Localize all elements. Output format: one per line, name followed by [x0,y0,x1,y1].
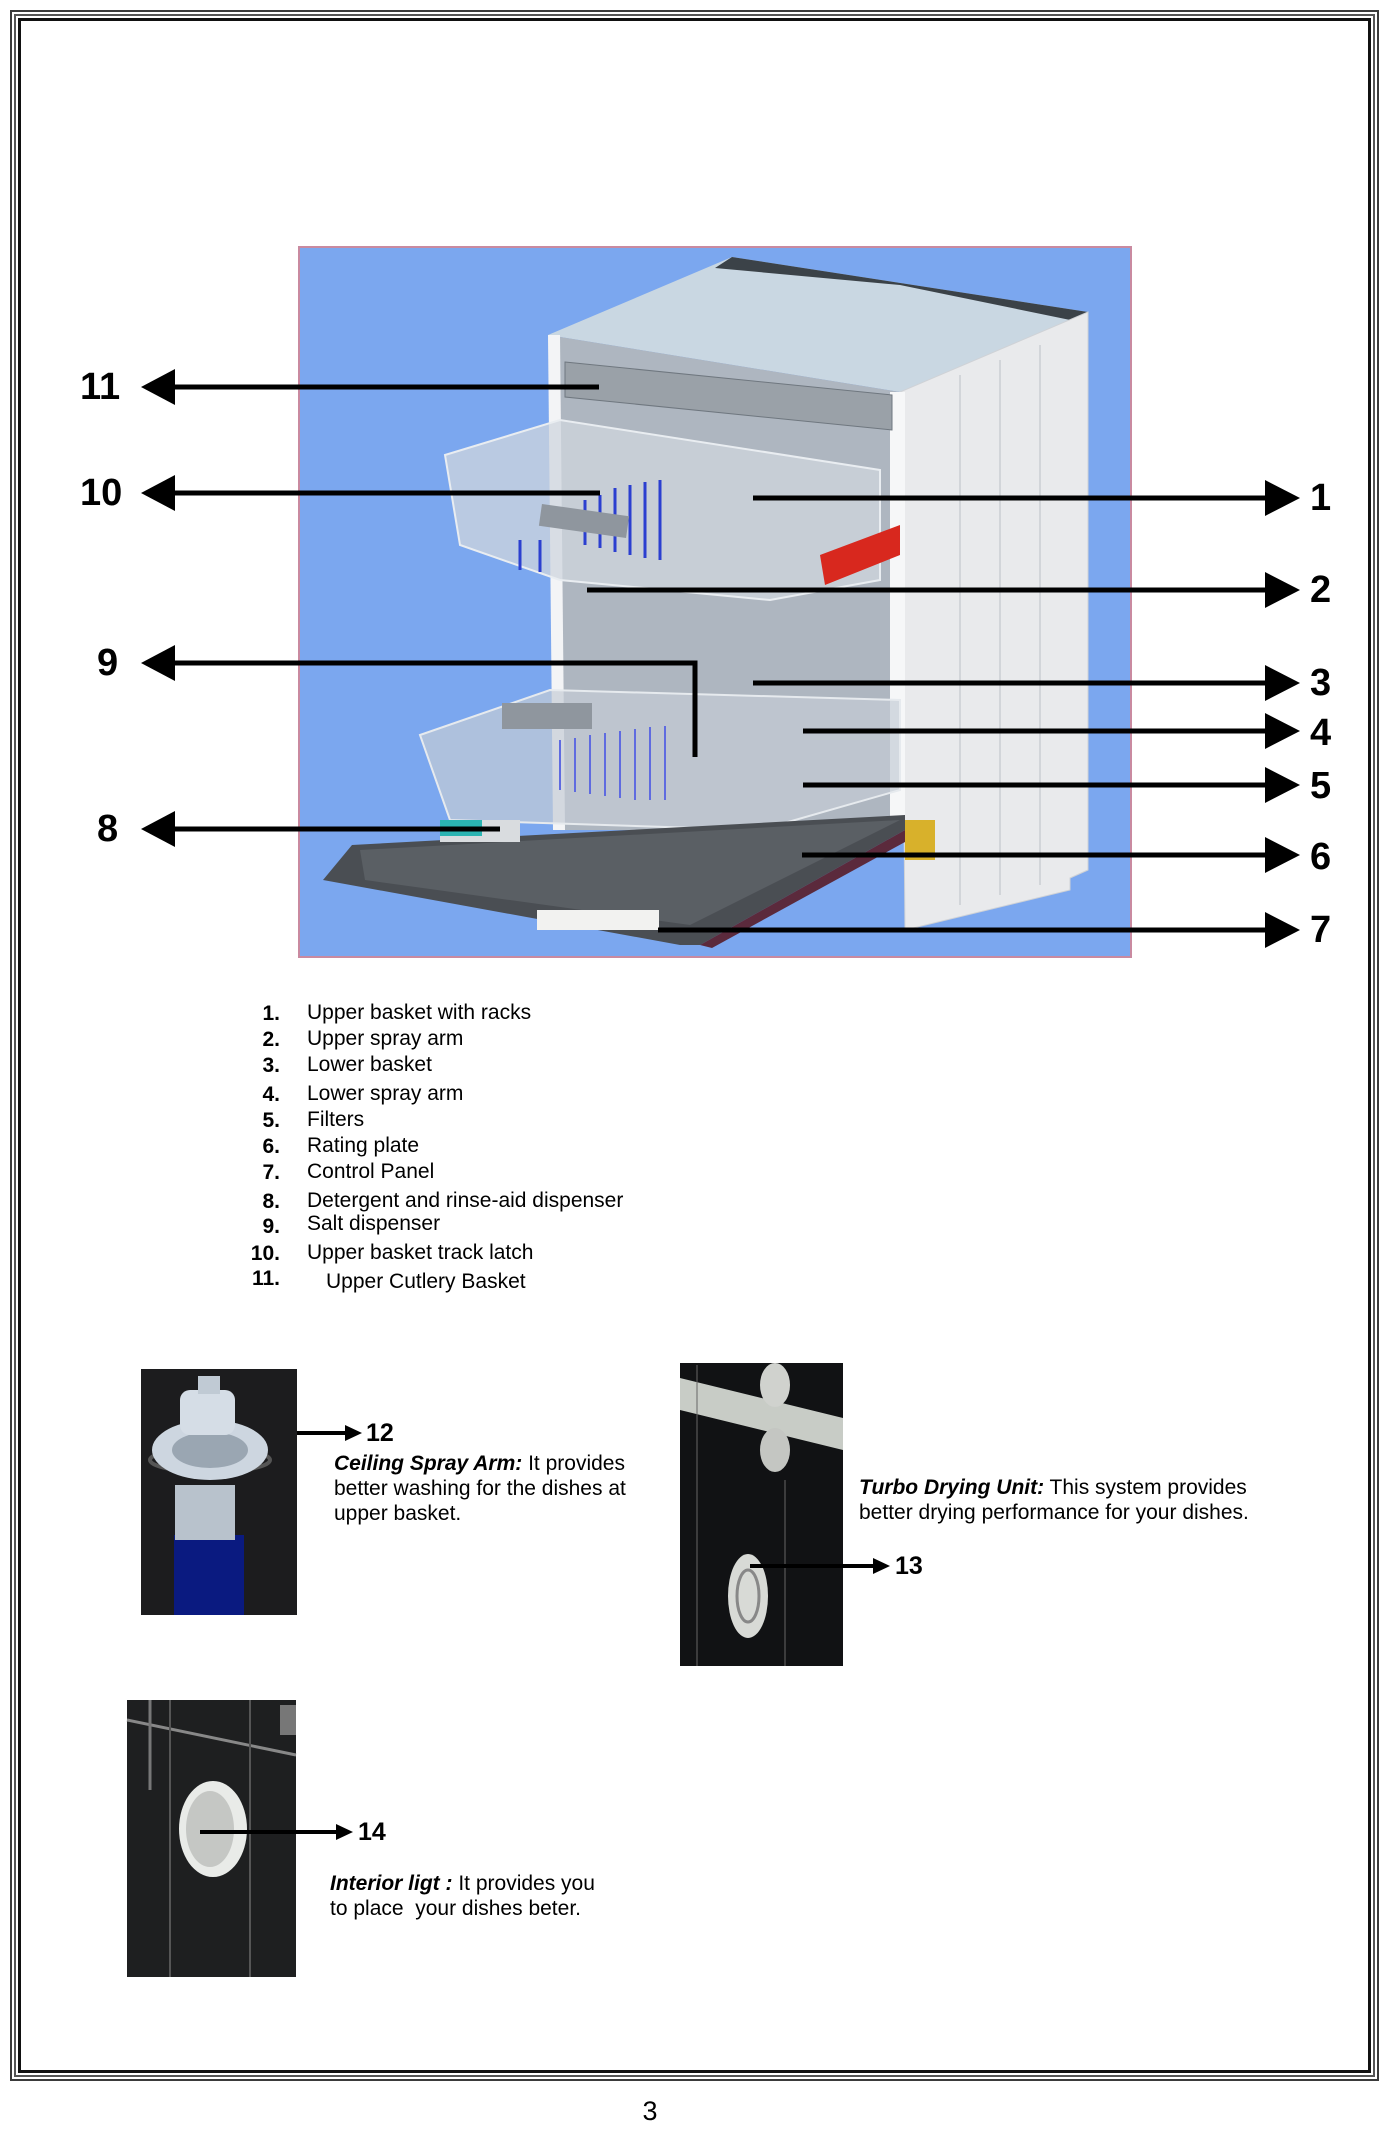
feature-description-ceiling-spray-arm: Ceiling Spray Arm: It provides better wa… [334,1451,626,1526]
parts-list-label: Lower spray arm [307,1082,464,1105]
parts-list-label: Upper basket track latch [307,1241,534,1264]
callout-label-2: 2 [1310,569,1332,611]
parts-list-number: 1. [262,1002,280,1025]
callout-label-4: 4 [1310,712,1332,754]
feature-title: Turbo Drying Unit: [859,1476,1045,1499]
page-border-inner [18,18,1371,2073]
callout-arrow-11 [141,369,599,405]
door-edge [700,830,905,948]
callout-label-10: 10 [80,472,123,514]
feature-text-line: to place your dishes beter. [330,1897,581,1920]
callout-arrow-8 [141,811,500,847]
parts-list-number: 9. [262,1215,280,1238]
parts-list-number: 4. [262,1083,280,1106]
page-border-outer [10,10,1379,2081]
page-border-middle [14,14,1375,2077]
lower-basket-handle [502,703,592,729]
parts-list-label: Filters [307,1108,365,1131]
callout-arrow-12 [297,1425,362,1441]
callout-label-3: 3 [1310,662,1332,704]
turbo-drying-unit-photo [680,1363,843,1666]
page-number: 3 [642,2096,658,2126]
ceiling-spray-arm-photo [141,1369,297,1615]
feature-number-12: 12 [366,1419,394,1447]
callout-label-6: 6 [1310,836,1332,878]
callout-arrow-13 [750,1558,890,1574]
parts-list-label: Control Panel [307,1160,435,1183]
callout-label-11: 11 [80,366,121,408]
callout-arrow-10 [141,475,600,511]
parts-list-number: 2. [262,1028,280,1051]
parts-list-label: Upper Cutlery Basket [326,1270,526,1293]
feature-text-line: upper basket. [334,1502,462,1525]
parts-list-label: Detergent and rinse-aid dispenser [307,1189,624,1212]
callout-arrow-6 [802,837,1300,873]
rating-plate [537,910,659,930]
parts-list-number: 5. [262,1109,280,1132]
parts-list-label: Lower basket [307,1053,432,1076]
callout-arrow-3 [753,665,1300,701]
feature-number-13: 13 [895,1552,923,1580]
callout-label-8: 8 [97,808,119,850]
feature-description-interior-light: Interior ligt : It provides you to place… [330,1871,595,1921]
parts-list-number: 11. [251,1267,280,1290]
callout-arrow-14 [200,1824,353,1840]
feature-title: Interior ligt : [330,1872,453,1895]
parts-list-number: 8. [262,1190,280,1213]
feature-text-line: better washing for the dishes at [334,1477,626,1500]
cabinet-top-rim [715,257,1088,322]
upper-spray-arm-bracket [820,525,900,585]
callout-arrow-9 [141,645,698,757]
feature-description-turbo-drying-unit: Turbo Drying Unit: This system provides … [859,1475,1249,1525]
callout-label-1: 1 [1310,477,1332,519]
feature-text-line: better drying performance for your dishe… [859,1501,1249,1524]
parts-list-number: 7. [262,1161,280,1184]
feature-number-14: 14 [358,1818,386,1846]
parts-list-number: 10. [250,1242,280,1265]
callout-arrow-5 [803,767,1300,803]
feature-text-line: It provides [522,1452,625,1475]
callout-label-9: 9 [97,642,119,684]
cabinet-top [548,257,1088,392]
parts-list-label: Rating plate [307,1134,420,1157]
door-inner-panel [360,820,900,925]
interior-light-photo [126,1700,297,1977]
parts-list-label: Salt dispenser [307,1212,441,1235]
callout-arrow-7 [658,912,1300,948]
upper-basket-handle [538,503,630,539]
parts-list-label: Upper spray arm [307,1027,464,1050]
feature-text-line: It provides you [452,1872,595,1895]
lower-basket [418,688,901,832]
parts-list-number: 6. [262,1135,280,1158]
feature-title: Ceiling Spray Arm: [334,1452,523,1475]
callout-label-5: 5 [1310,765,1332,807]
callout-arrow-2 [587,572,1300,608]
callout-label-7: 7 [1310,909,1332,951]
feature-text-line: This system provides [1044,1476,1247,1499]
parts-list-number: 3. [262,1054,280,1077]
callout-arrow-4 [803,713,1300,749]
callout-arrow-1 [753,480,1300,516]
parts-list-label: Upper basket with racks [307,1001,532,1024]
